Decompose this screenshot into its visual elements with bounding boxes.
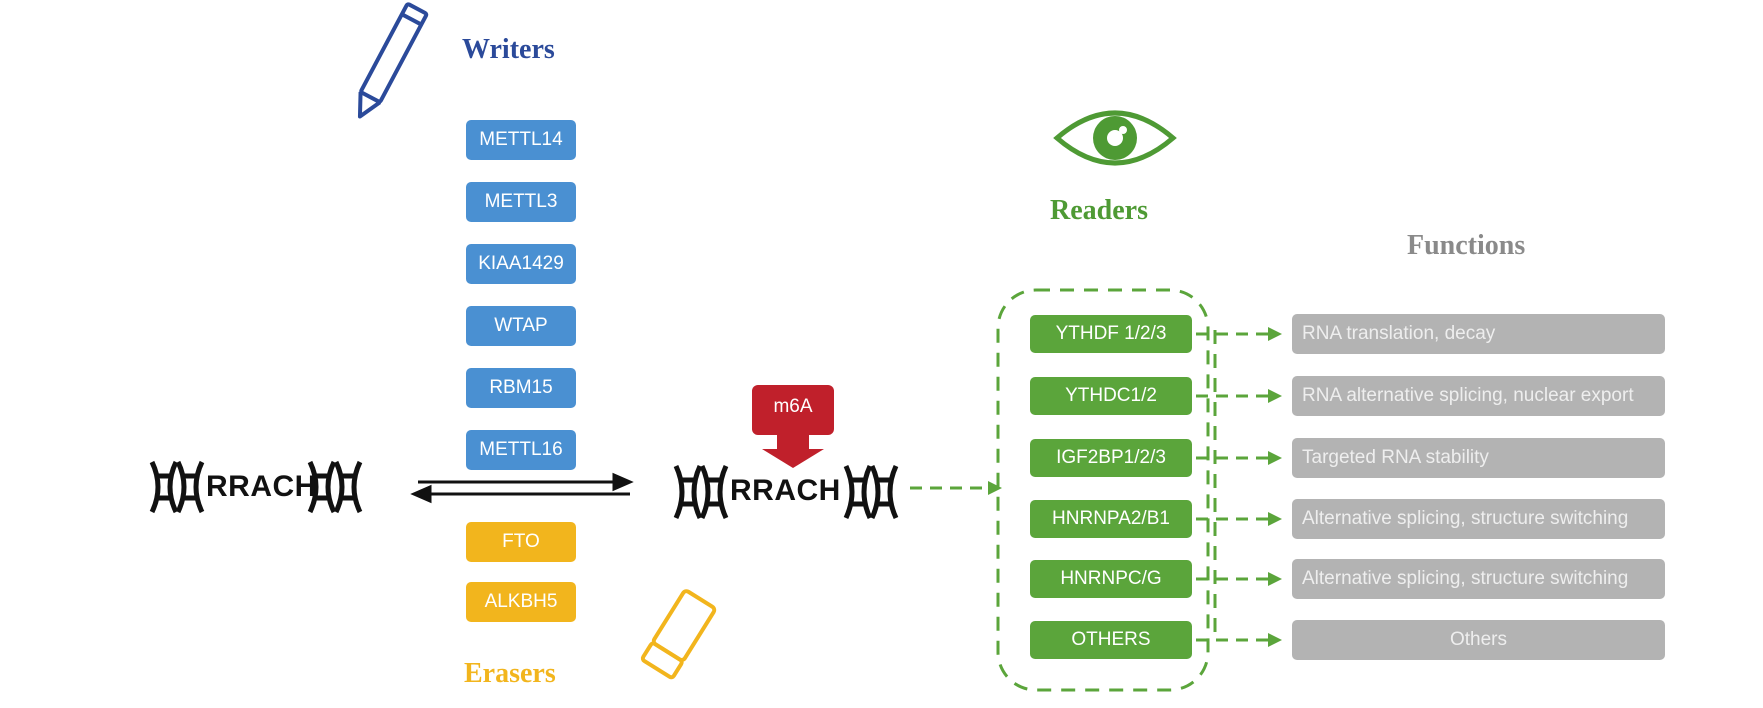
functions-title: Functions bbox=[1407, 230, 1526, 261]
rrach-motif-left: RRACH bbox=[206, 470, 317, 503]
m6a-arrow bbox=[752, 385, 834, 468]
equilibrium-arrows bbox=[410, 472, 634, 504]
writers-title: Writers bbox=[462, 34, 555, 65]
m6a-label: m6A bbox=[773, 396, 813, 417]
function-box: Others bbox=[1292, 620, 1665, 660]
reader-box: HNRNPA2/B1 bbox=[1030, 500, 1192, 538]
eraser-box: FTO bbox=[466, 522, 576, 562]
reader-function-arrows bbox=[1196, 332, 1270, 642]
writer-box: METTL16 bbox=[466, 430, 576, 470]
function-box: Alternative splicing, structure switchin… bbox=[1292, 499, 1665, 539]
dna-helix-icon bbox=[149, 460, 363, 514]
function-box: RNA alternative splicing, nuclear export bbox=[1292, 376, 1665, 416]
writer-box: KIAA1429 bbox=[466, 244, 576, 284]
reader-box: HNRNPC/G bbox=[1030, 560, 1192, 598]
writer-box: RBM15 bbox=[466, 368, 576, 408]
erasers-title: Erasers bbox=[464, 658, 556, 689]
writer-box: METTL14 bbox=[466, 120, 576, 160]
eye-icon bbox=[1053, 110, 1177, 166]
reader-box: YTHDC1/2 bbox=[1030, 377, 1192, 415]
function-box: RNA translation, decay bbox=[1292, 314, 1665, 354]
writer-box: WTAP bbox=[466, 306, 576, 346]
pencil-icon bbox=[357, 2, 429, 119]
reader-box: YTHDF 1/2/3 bbox=[1030, 315, 1192, 353]
arrowheads bbox=[1268, 327, 1282, 647]
dna-helix-icon bbox=[673, 464, 899, 520]
readers-title: Readers bbox=[1050, 195, 1148, 226]
writer-box: METTL3 bbox=[466, 182, 576, 222]
reader-box: OTHERS bbox=[1030, 621, 1192, 659]
rrach-motif-right: RRACH bbox=[730, 474, 841, 507]
reader-box: IGF2BP1/2/3 bbox=[1030, 439, 1192, 477]
function-box: Targeted RNA stability bbox=[1292, 438, 1665, 478]
eraser-icon bbox=[640, 589, 717, 680]
eraser-box: ALKBH5 bbox=[466, 582, 576, 622]
function-box: Alternative splicing, structure switchin… bbox=[1292, 559, 1665, 599]
